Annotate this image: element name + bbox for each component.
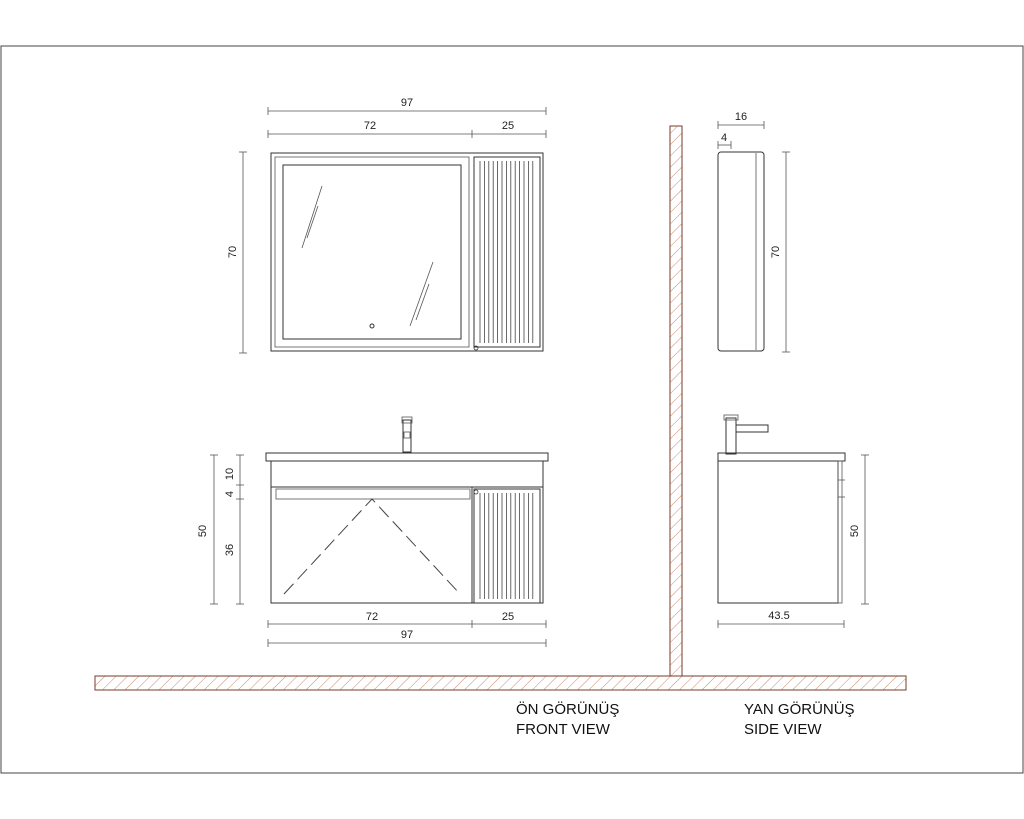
faucet — [402, 419, 412, 453]
front-view-caption-tr: ÖN GÖRÜNÜŞ — [516, 700, 619, 718]
dim-side-width: 25 — [502, 611, 514, 623]
vanity-fluted-door — [473, 488, 541, 604]
dim-side-vanity-depth: 43.5 — [768, 610, 789, 622]
sheet-border — [0, 45, 1024, 774]
dim-vanity-total-height: 50 — [197, 525, 209, 537]
wall-section — [669, 125, 683, 677]
vanity-flute-lines — [479, 493, 534, 599]
dim-side-mirror-depth: 16 — [735, 111, 747, 123]
dim-mirror-total-width: 97 — [401, 97, 413, 109]
front-view-caption-en: FRONT VIEW — [516, 721, 611, 738]
dim-door-height: 36 — [224, 544, 236, 556]
dim-side-mirror-frame: 4 — [721, 132, 727, 144]
touch-switch-icon — [369, 323, 375, 329]
front-mirror-cabinet: 97 72 25 70 — [227, 97, 547, 354]
side-mirror: 16 4 70 — [717, 111, 790, 353]
basin-top — [265, 452, 549, 462]
mirror-glass — [282, 164, 462, 340]
wall-and-floor — [94, 125, 907, 691]
dim-top-height: 10 — [224, 468, 236, 480]
flute-lines — [479, 161, 534, 343]
dim-mirror-height: 70 — [227, 246, 239, 258]
side-vanity-body — [717, 460, 839, 604]
dim-vanity-total-width: 97 — [401, 629, 413, 641]
side-faucet — [725, 417, 737, 455]
dim-side-mirror-height: 70 — [770, 246, 782, 258]
vanity-door — [270, 486, 473, 604]
side-view-caption-en: SIDE VIEW — [744, 721, 822, 738]
dim-gap-height: 4 — [224, 491, 236, 497]
side-view-caption-tr: YAN GÖRÜNÜŞ — [744, 700, 855, 718]
side-vanity: 50 43.5 — [717, 414, 869, 628]
front-vanity: 10 4 36 50 72 25 97 — [197, 416, 549, 647]
side-mirror-body — [717, 151, 765, 352]
dim-mirror-width: 72 — [364, 120, 376, 132]
dim-mirror-cabinet-width: 25 — [502, 120, 514, 132]
floor-section — [94, 675, 907, 691]
dim-side-vanity-height: 50 — [849, 525, 861, 537]
fluted-cabinet-door — [473, 156, 541, 348]
dim-door-width: 72 — [366, 611, 378, 623]
